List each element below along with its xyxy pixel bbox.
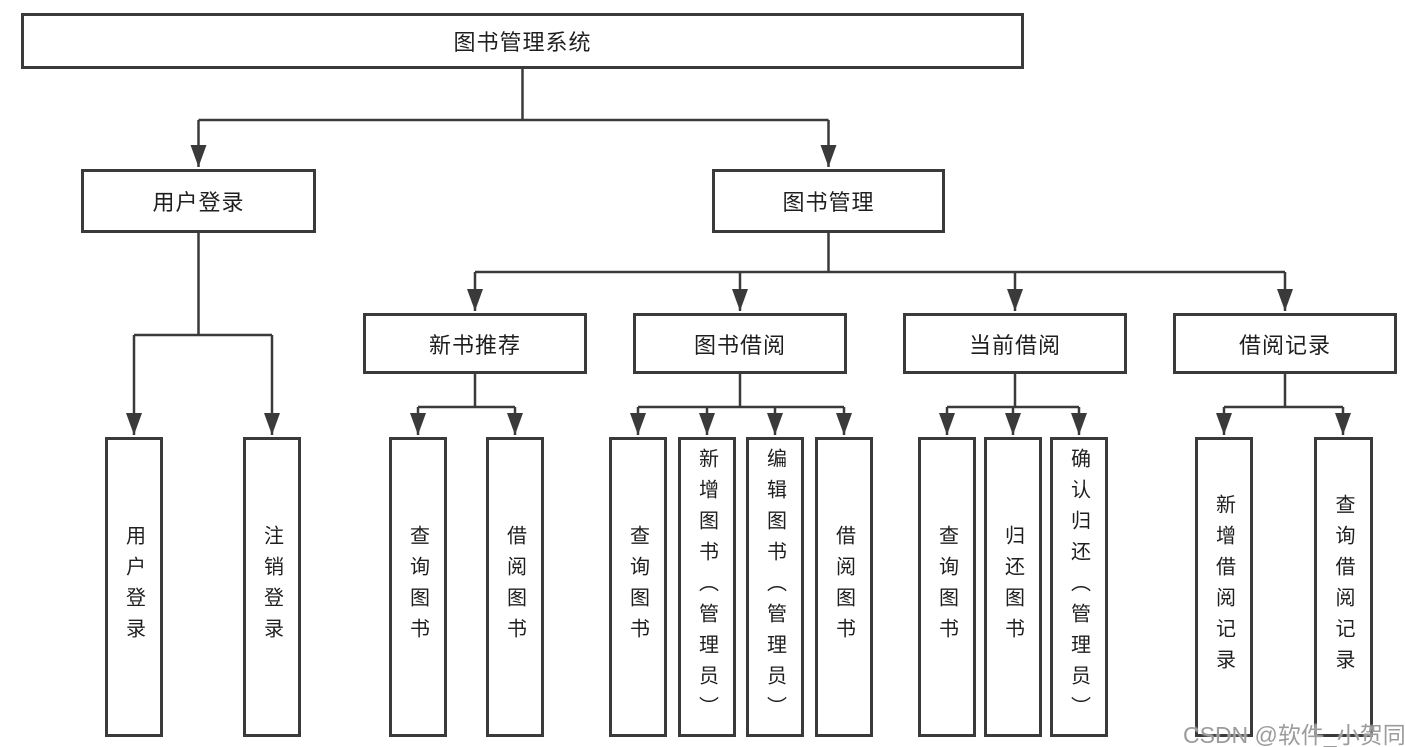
- node-book-management-system: 图书管理系统: [21, 13, 1024, 69]
- node-label: 当前借阅: [968, 332, 1061, 358]
- leaf-user-login: 用户登录: [105, 437, 163, 737]
- node-label: 确认归还（管理员）: [1067, 447, 1090, 727]
- node-user-login: 用户登录: [81, 169, 316, 233]
- leaf-query-books-recommend: 查询图书: [389, 437, 447, 737]
- leaf-confirm-return-admin: 确认归还（管理员）: [1050, 437, 1108, 737]
- connector-current-borrow-trunk: [947, 374, 1079, 409]
- connector-new-book-trunk: [418, 374, 515, 409]
- node-label: 查询图书: [406, 525, 429, 649]
- leaf-edit-books-admin: 编辑图书（管理员）: [746, 437, 804, 737]
- leaf-borrow-books: 借阅图书: [815, 437, 873, 737]
- node-new-book-recommend: 新书推荐: [363, 313, 587, 374]
- node-current-borrow: 当前借阅: [903, 313, 1127, 374]
- node-label: 注销登录: [260, 525, 283, 649]
- connector-root-trunk: [198, 69, 829, 122]
- leaf-return-books: 归还图书: [984, 437, 1042, 737]
- leaf-add-borrow-record: 新增借阅记录: [1195, 437, 1253, 737]
- node-book-management: 图书管理: [712, 169, 945, 233]
- leaf-borrow-books-recommend: 借阅图书: [486, 437, 544, 737]
- node-label: 图书管理系统: [453, 30, 592, 55]
- leaf-logout: 注销登录: [243, 437, 301, 737]
- node-book-borrow: 图书借阅: [633, 313, 847, 374]
- node-label: 新增图书（管理员）: [695, 447, 718, 727]
- connector-book-borrow-trunk: [638, 374, 844, 409]
- node-label: 图书借阅: [693, 332, 786, 358]
- node-label: 编辑图书（管理员）: [763, 447, 786, 727]
- leaf-add-books-admin: 新增图书（管理员）: [678, 437, 736, 737]
- connector-book-management-trunk: [475, 233, 1285, 274]
- node-label: 借阅图书: [503, 525, 526, 649]
- node-label: 用户登录: [122, 525, 145, 649]
- node-label: 查询图书: [626, 525, 649, 649]
- node-label: 新增借阅记录: [1212, 494, 1235, 680]
- node-label: 借阅图书: [832, 525, 855, 649]
- leaf-query-books-current: 查询图书: [918, 437, 976, 737]
- node-label: 图书管理: [782, 190, 875, 215]
- node-label: 借阅记录: [1238, 332, 1331, 358]
- node-label: 新书推荐: [428, 332, 521, 358]
- csdn-watermark: CSDN @软件_小贺同学: [1183, 722, 1405, 747]
- node-label: 查询借阅记录: [1332, 494, 1354, 680]
- node-label: 归还图书: [1001, 525, 1024, 649]
- node-borrow-records: 借阅记录: [1173, 313, 1397, 374]
- node-label: 查询图书: [935, 525, 958, 649]
- leaf-query-borrow-record: 查询借阅记录: [1314, 437, 1373, 737]
- leaf-query-books-borrow: 查询图书: [609, 437, 667, 737]
- node-label: 用户登录: [152, 190, 245, 215]
- connector-borrow-records-trunk: [1224, 374, 1343, 409]
- connector-user-login-trunk: [134, 233, 272, 337]
